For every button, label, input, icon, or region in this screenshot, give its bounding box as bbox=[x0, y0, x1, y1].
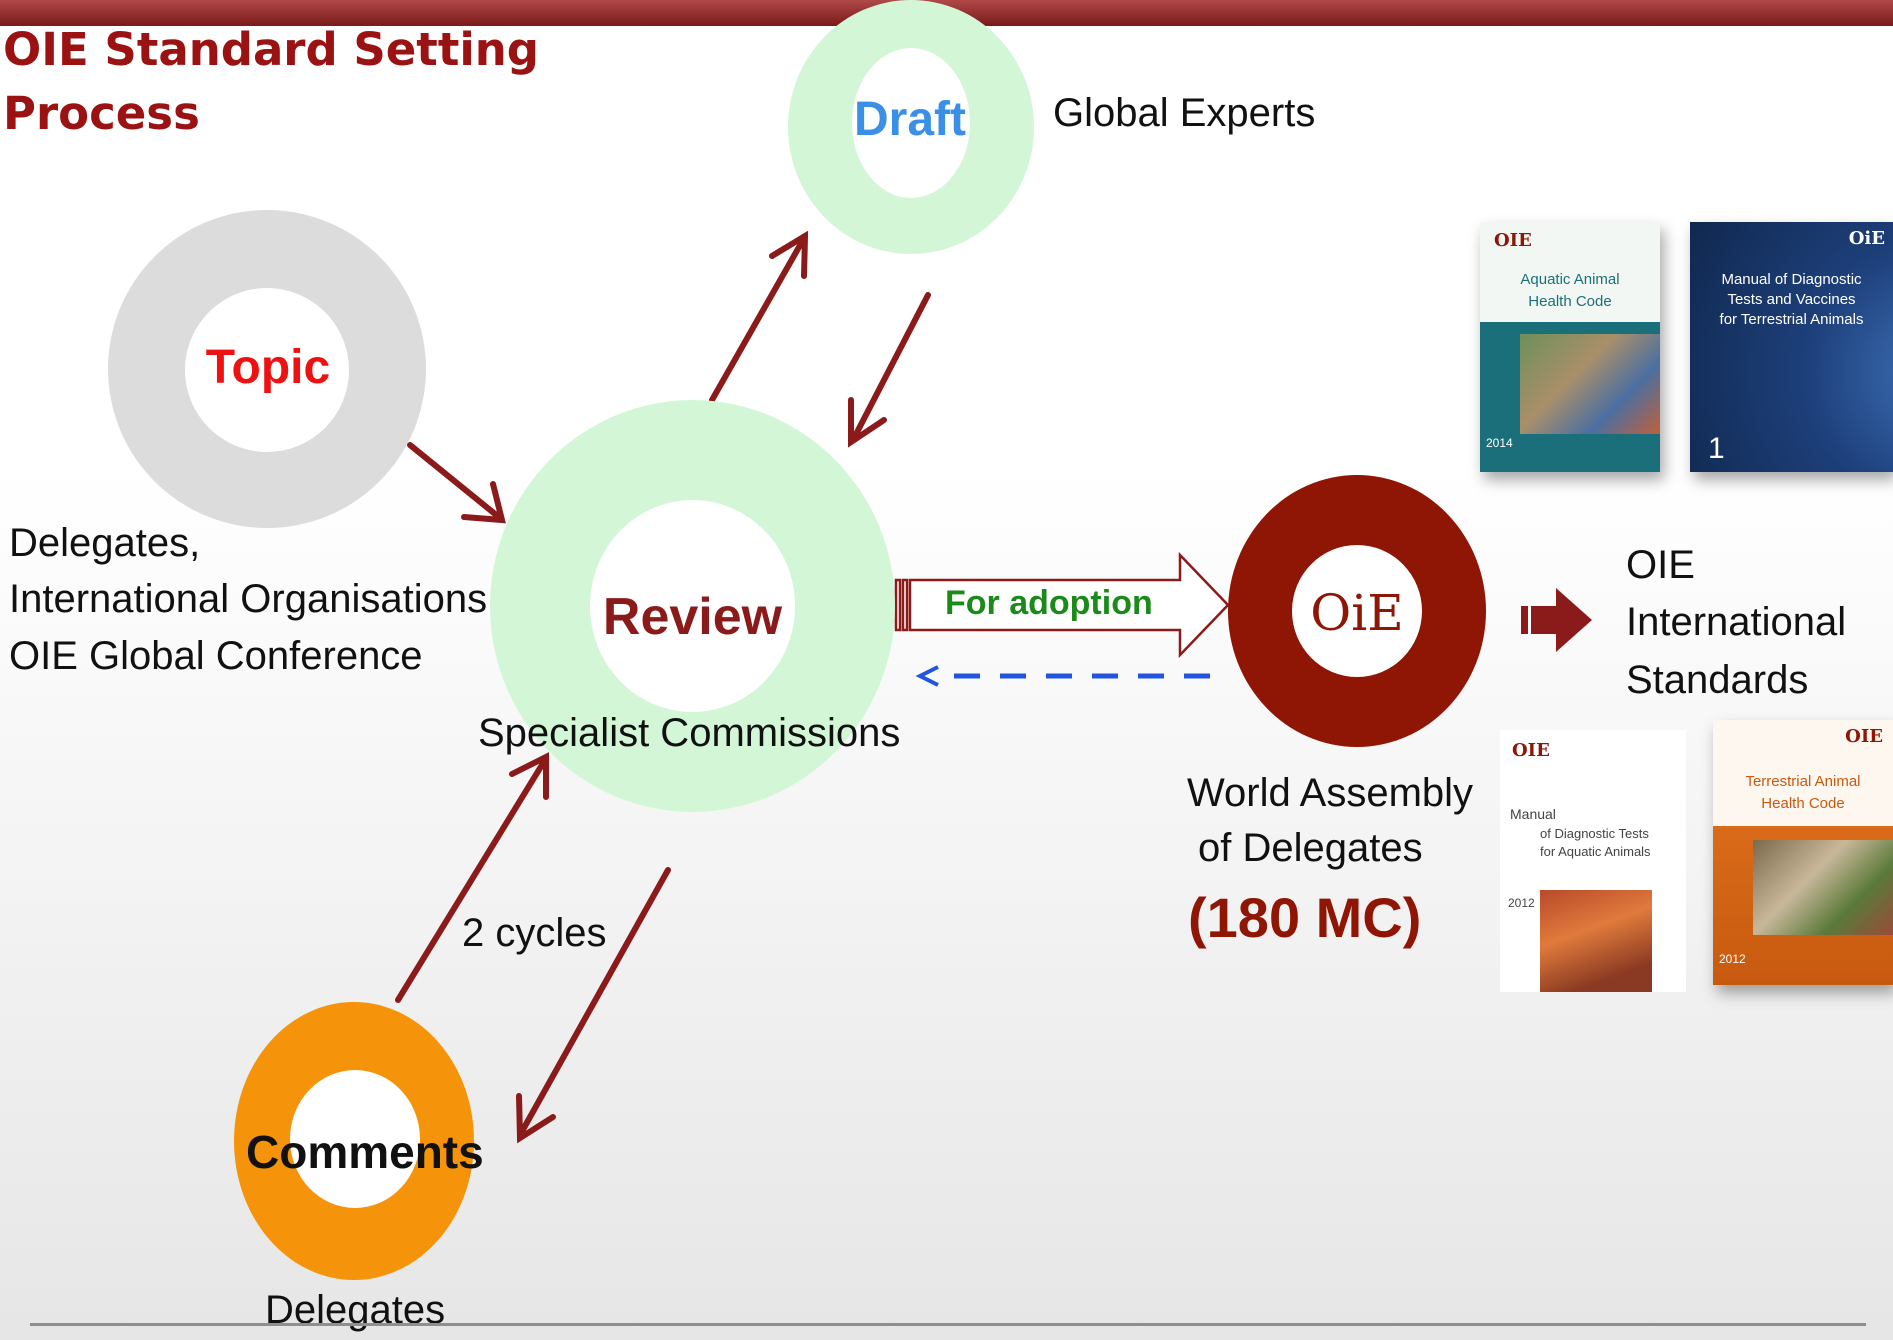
dashed-return-arrow bbox=[915, 665, 1210, 687]
book-title-line: Aquatic Animal bbox=[1520, 271, 1620, 288]
book-title-line: Manual of Diagnostic bbox=[1721, 271, 1862, 288]
adoption-arrow bbox=[894, 551, 1230, 659]
topic-source-2: International Organisations bbox=[9, 577, 488, 621]
arrow-comments-to-review-head bbox=[509, 752, 549, 800]
book-photo bbox=[1540, 890, 1652, 992]
standards-label-1: OIE bbox=[1626, 543, 1695, 587]
topic-source-3: OIE Global Conference bbox=[9, 634, 423, 678]
assembly-ring-hole bbox=[1292, 545, 1422, 677]
book-title-line: for Aquatic Animals bbox=[1540, 844, 1651, 859]
book-year: 2014 bbox=[1486, 436, 1513, 450]
arrow-review-to-comments bbox=[517, 867, 671, 1138]
comments-delegates-label: Delegates bbox=[265, 1288, 446, 1332]
arrow-review-to-comments-head bbox=[516, 1093, 556, 1144]
book-title-line: for Terrestrial Animals bbox=[1719, 311, 1864, 328]
book-brand: OiE bbox=[1848, 228, 1885, 249]
topic-source-1: Delegates, bbox=[9, 521, 201, 565]
arrow-topic-to-review-head bbox=[461, 481, 506, 524]
title-line-2: Process bbox=[3, 87, 200, 140]
arrow-comments-to-review bbox=[395, 757, 548, 1003]
title-line-1: OIE Standard Setting bbox=[3, 23, 540, 76]
assembly-label-1: World Assembly bbox=[1187, 771, 1474, 815]
book-title-line: Health Code bbox=[1528, 293, 1612, 310]
book-title-line: Health Code bbox=[1761, 795, 1845, 812]
for-adoption-label: For adoption bbox=[945, 584, 1153, 622]
book-aquatic-animal-health-code: OIE Aquatic Animal Health Code 2014 bbox=[1480, 222, 1660, 472]
comments-label: Comments bbox=[246, 1126, 484, 1178]
oie-logo: OiE bbox=[1310, 584, 1404, 642]
cycles-label: 2 cycles bbox=[462, 911, 607, 955]
arrow-draft-to-review bbox=[850, 292, 931, 443]
book-manual-aquatic-animals: OIE Manual of Diagnostic Tests for Aquat… bbox=[1500, 730, 1686, 992]
review-ring-hole bbox=[590, 500, 795, 712]
standards-label-2: International bbox=[1626, 600, 1847, 644]
global-experts-label: Global Experts bbox=[1053, 91, 1316, 135]
book-title-line: Tests and Vaccines bbox=[1727, 291, 1856, 308]
book-year: 2012 bbox=[1719, 952, 1746, 966]
draft-ring-hole bbox=[852, 48, 970, 198]
book-photo-collage bbox=[1753, 840, 1893, 935]
assembly-member-count: (180 MC) bbox=[1188, 886, 1422, 949]
book-volume: 1 bbox=[1708, 432, 1725, 465]
review-label: Review bbox=[602, 588, 783, 646]
standards-arrow bbox=[1521, 588, 1592, 652]
standards-label-3: Standards bbox=[1626, 658, 1809, 702]
book-brand: OIE bbox=[1845, 726, 1883, 747]
topic-ring-hole bbox=[185, 288, 349, 452]
book-title-line: Manual bbox=[1510, 806, 1556, 822]
specialist-commissions-label: Specialist Commissions bbox=[478, 711, 901, 755]
book-year: 2012 bbox=[1508, 896, 1535, 910]
arrow-topic-to-review bbox=[407, 442, 503, 521]
book-terrestrial-animal-health-code: OIE Terrestrial Animal Health Code 2012 bbox=[1713, 720, 1893, 985]
draft-label: Draft bbox=[853, 93, 966, 146]
book-title-line: Terrestrial Animal bbox=[1745, 773, 1861, 790]
arrow-draft-to-review-head bbox=[848, 397, 887, 448]
arrow-review-to-draft-head bbox=[769, 230, 809, 279]
footer-divider bbox=[30, 1323, 1866, 1326]
book-manual-terrestrial-animals: OiE Manual of Diagnostic Tests and Vacci… bbox=[1690, 222, 1893, 472]
book-brand: OIE bbox=[1512, 740, 1550, 761]
book-brand: OIE bbox=[1494, 230, 1532, 251]
arrow-review-to-draft bbox=[709, 237, 806, 403]
topic-label: Topic bbox=[205, 341, 331, 394]
comments-ring-hole bbox=[290, 1070, 420, 1208]
book-title-line: of Diagnostic Tests bbox=[1540, 826, 1649, 841]
page-title: OIE Standard Setting Process bbox=[3, 18, 543, 146]
assembly-label-2: of Delegates bbox=[1198, 826, 1423, 870]
book-photo-collage bbox=[1520, 334, 1660, 434]
